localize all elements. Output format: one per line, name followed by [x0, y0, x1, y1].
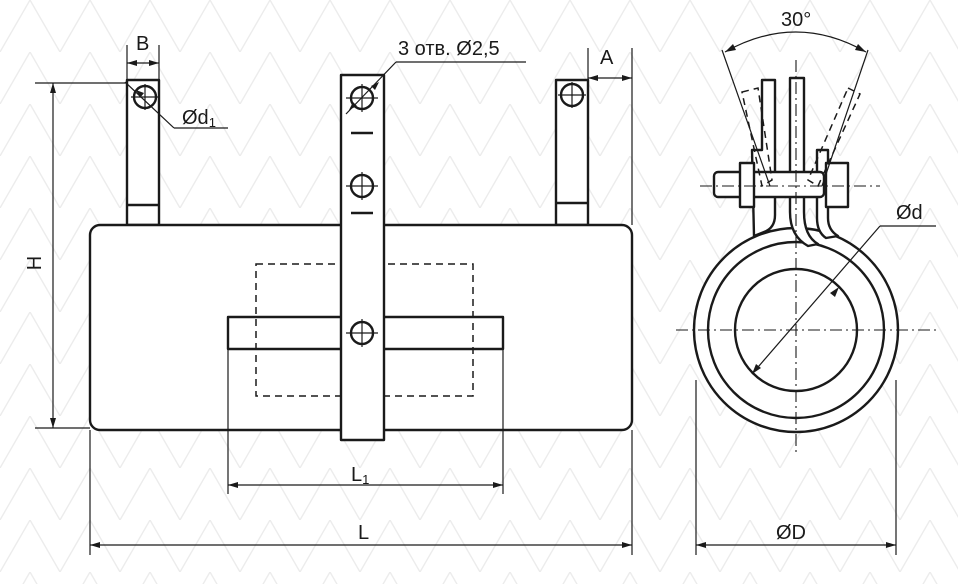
- label-B: B: [136, 33, 149, 55]
- dimension-D: ØD: [695, 380, 897, 555]
- front-view: [88, 73, 634, 442]
- dimension-d: Ød: [751, 202, 936, 375]
- dimension-holes: 3 отв. Ø2,5: [345, 38, 526, 115]
- slider-contact-strip: [339, 73, 386, 442]
- dimension-L1: L1: [227, 349, 504, 494]
- clamp-nut-left: [738, 161, 756, 209]
- label-d1: Ød1: [182, 107, 216, 130]
- dimension-A: A: [587, 47, 633, 225]
- label-L1: L1: [351, 464, 369, 487]
- dimension-B: B: [126, 33, 160, 80]
- dimension-L: L: [89, 430, 633, 555]
- label-A: A: [600, 47, 614, 69]
- clamp-nut-right: [824, 161, 850, 209]
- label-D: ØD: [776, 522, 806, 544]
- label-H: H: [24, 256, 46, 270]
- label-L: L: [358, 522, 369, 544]
- tab-swing-left: [741, 87, 773, 188]
- side-view: [676, 49, 938, 455]
- dimension-H: H: [24, 82, 127, 429]
- label-angle: 30°: [781, 9, 811, 31]
- dimension-angle: 30°: [724, 9, 867, 53]
- label-holes-note: 3 отв. Ø2,5: [398, 38, 500, 60]
- clamp-strip: [788, 76, 820, 248]
- dimension-d1: Ød1: [124, 81, 228, 130]
- label-d: Ød: [896, 202, 923, 224]
